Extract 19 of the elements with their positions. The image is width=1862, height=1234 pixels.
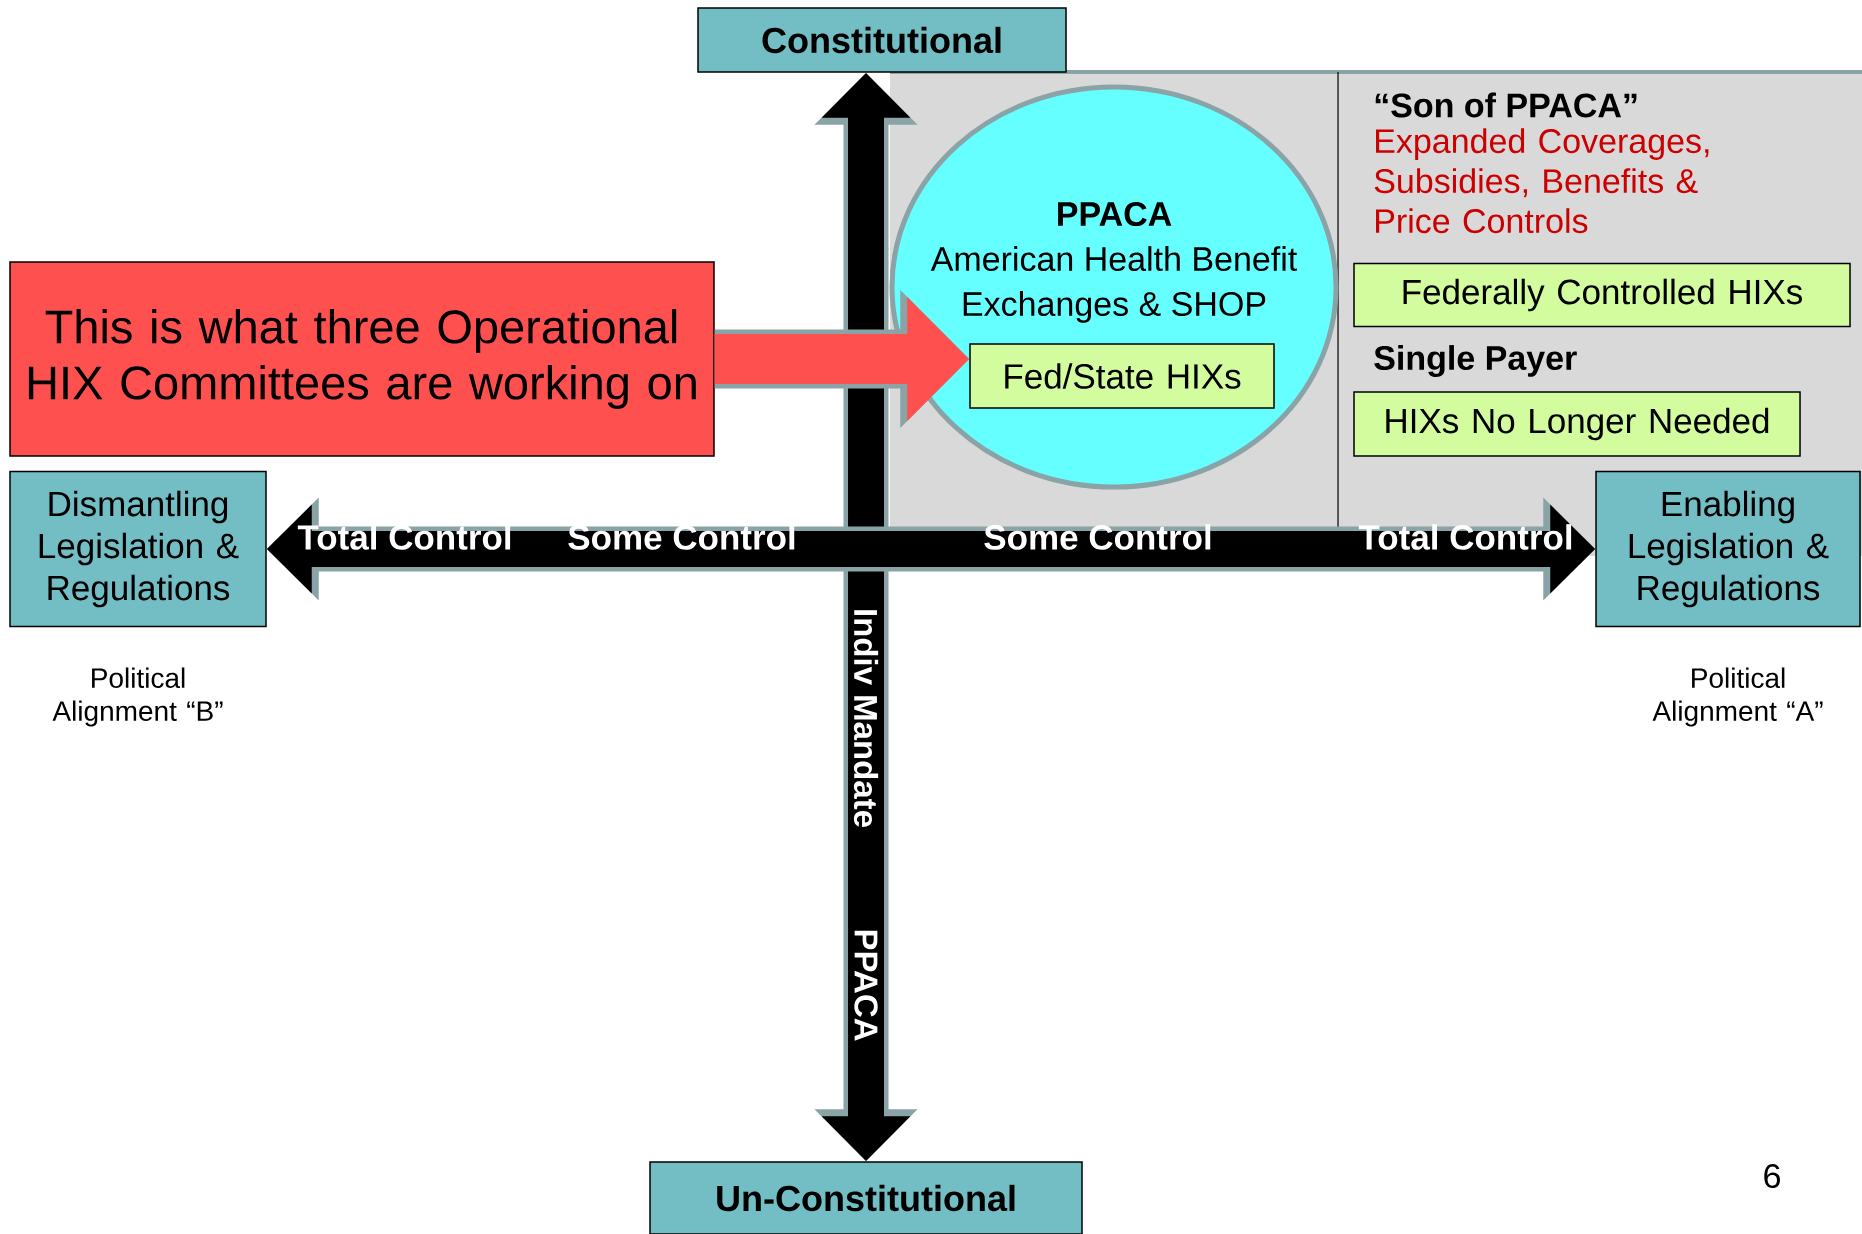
heading: “Son of PPACA” [1375,92,1637,118]
arrow-label: Total Control [1358,524,1572,550]
label-box: Constitutional [697,7,1067,73]
arrow-label: PPACA [854,930,878,1041]
arrow-label: Indiv Mandate [853,610,879,827]
page-number: 6 [1764,1163,1780,1189]
arrow-label: Some Control [984,524,1211,550]
arrow-label: Some Control [568,524,795,550]
label-box: Dismantling Legislation & Regulations [9,470,267,628]
highlight-box: Fed/State HIXs [969,343,1275,409]
highlight-box: HIXs No Longer Needed [1353,391,1801,457]
caption-text: Political Alignment “B” [52,667,223,727]
heading: Single Payer [1374,345,1577,377]
label-box: Enabling Legislation & Regulations [1595,470,1861,628]
arrow-label: Total Control [297,524,511,550]
highlight-box: Federally Controlled HIXs [1353,262,1851,328]
callout-box: This is what three Operational HIX Committees are working on [9,261,715,457]
caption-text: Political Alignment “A” [1652,667,1823,727]
label-box: Un-Constitutional [649,1161,1083,1234]
